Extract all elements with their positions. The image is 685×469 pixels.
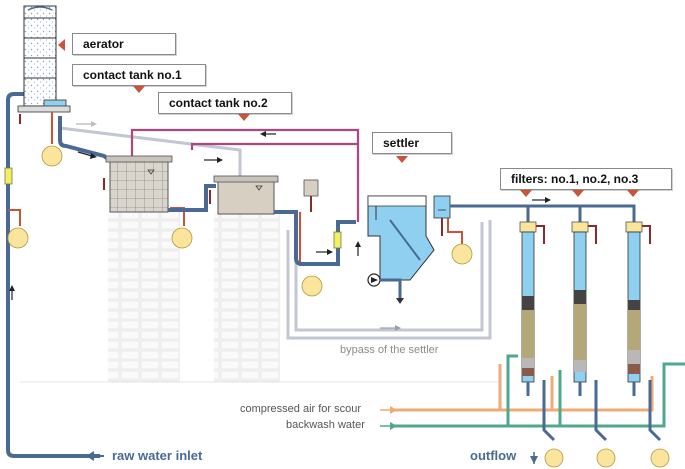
- bypass-pipe: [59, 126, 492, 340]
- marker-aerator: [58, 39, 65, 51]
- filter-1: [519, 221, 537, 383]
- air-pipe: [390, 364, 654, 412]
- sludge-pipe: [380, 278, 402, 302]
- label-filters: filters: no.1, no.2, no.3: [500, 168, 672, 190]
- flow-arrow-icon: [390, 422, 397, 430]
- valve-icon: [396, 298, 404, 304]
- pump-icon[interactable]: [367, 273, 381, 287]
- label-compressed-air: compressed air for scour: [240, 403, 362, 415]
- label-bypass: bypass of the settler: [340, 344, 439, 356]
- label-backwash: backwash water: [286, 419, 365, 431]
- outflow-samplers: [544, 448, 670, 468]
- flow-meter: [333, 231, 342, 249]
- flow-arrow-icon: [395, 325, 401, 331]
- flow-arrow-icon: [327, 249, 333, 255]
- flow-arrow-icon: [530, 456, 538, 464]
- flow-arrow-icon: [86, 451, 94, 461]
- outflow-pipes: [526, 380, 662, 442]
- sampler-inlet: [7, 209, 29, 249]
- transfer-pipe-aerator-tank1: [58, 116, 114, 164]
- aerator-column: [17, 5, 71, 113]
- sampler-aerator: [19, 112, 63, 167]
- marker-settler: [396, 156, 408, 163]
- dosing-tank: [299, 179, 323, 297]
- marker-contact-tank-2: [238, 114, 250, 121]
- support-stack-2: [214, 212, 280, 382]
- flow-arrow-icon: [217, 157, 223, 163]
- label-settler: settler: [372, 132, 452, 154]
- label-outflow: outflow: [470, 448, 517, 463]
- backwash-pipe: [390, 354, 685, 428]
- flow-arrow-icon: [355, 241, 361, 247]
- filter-3: [625, 221, 643, 383]
- marker-filter-1: [520, 190, 532, 197]
- settler-tank: [367, 195, 435, 281]
- filter-drains: [536, 225, 651, 244]
- recycle-pipe: [130, 128, 360, 222]
- filter-2: [571, 221, 589, 383]
- flow-arrow-icon: [390, 406, 397, 414]
- transfer-pipe-tank2-settler: [274, 210, 298, 246]
- flow-arrow-icon: [260, 131, 266, 137]
- support-stack-1: [108, 212, 180, 382]
- feed-pipe-settler: [294, 220, 356, 266]
- settler-outlet: [433, 195, 473, 265]
- marker-filter-3: [627, 190, 639, 197]
- marker-contact-tank-1: [133, 86, 145, 93]
- label-aerator: aerator: [72, 33, 176, 55]
- flow-arrow-icon: [9, 285, 15, 291]
- flow-arrow-icon: [91, 121, 97, 127]
- flow-meter: [4, 167, 13, 185]
- flow-arrow-icon: [545, 197, 551, 203]
- flow-arrow-icon: [77, 151, 93, 157]
- raw-water-pipe: [6, 92, 100, 458]
- label-raw-water-inlet: raw water inlet: [112, 448, 203, 463]
- contact-tank-2: [213, 175, 279, 215]
- flow-arrow-icon: [90, 153, 97, 159]
- label-contact-tank-2: contact tank no.2: [158, 92, 292, 114]
- label-contact-tank-1: contact tank no.1: [72, 64, 206, 86]
- filter-feed-pipe: [450, 204, 636, 222]
- filter-feed-branches: [526, 206, 582, 222]
- contact-tank-1: [105, 155, 173, 213]
- transfer-pipe-tank1-tank2: [168, 184, 216, 212]
- marker-filter-2: [572, 190, 584, 197]
